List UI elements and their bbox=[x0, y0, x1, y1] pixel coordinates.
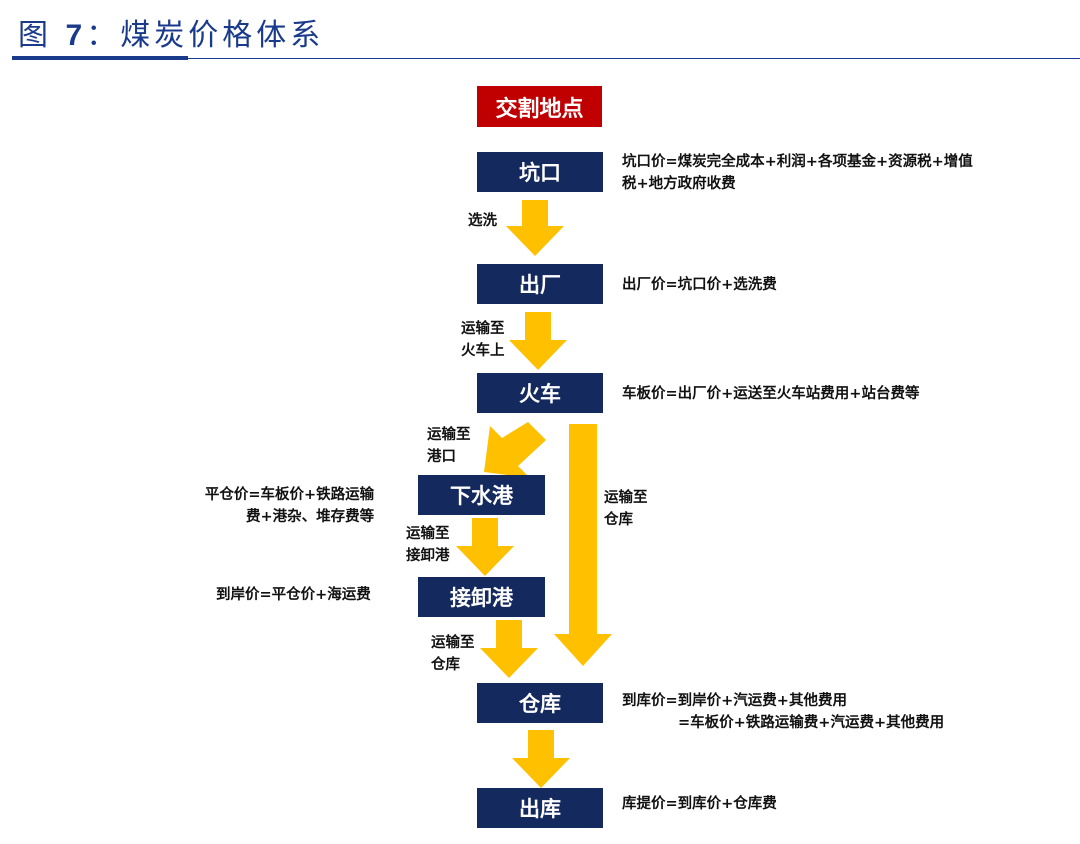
node-delivery-location: 交割地点 bbox=[477, 86, 602, 127]
arrow-wash bbox=[506, 200, 564, 256]
node-out-warehouse: 出库 bbox=[477, 788, 603, 828]
arrow-to-unload bbox=[456, 518, 514, 576]
step-label-to-unload: 运输至接卸港 bbox=[406, 526, 450, 564]
node-factory: 出厂 bbox=[477, 264, 603, 304]
step-label-to-port: 运输至港口 bbox=[427, 427, 471, 465]
node-train: 火车 bbox=[477, 373, 603, 413]
formula-arrive: 到岸价=平仓价+海运费 bbox=[216, 587, 371, 603]
formula-fob: 平仓价=车板价+铁路运输费+港杂、堆存费等 bbox=[204, 487, 375, 525]
step-label-wash: 选洗 bbox=[468, 213, 497, 229]
step-label-to-warehouse: 运输至仓库 bbox=[431, 635, 475, 673]
node-pithead: 坑口 bbox=[477, 152, 603, 192]
formula-pithead: 坑口价=煤炭完全成本+利润+各项基金+资源税+增值税+地方政府收费 bbox=[622, 154, 973, 192]
arrow-to-out bbox=[512, 730, 570, 788]
arrow-direct-warehouse bbox=[554, 424, 612, 666]
formula-out: 库提价=到库价+仓库费 bbox=[622, 796, 777, 812]
step-label-direct-warehouse: 运输至仓库 bbox=[604, 490, 648, 528]
node-unload-port: 接卸港 bbox=[418, 577, 545, 617]
step-label-to-train: 运输至火车上 bbox=[461, 321, 505, 359]
formula-factory: 出厂价=坑口价+选洗费 bbox=[622, 277, 777, 293]
arrow-to-train bbox=[509, 312, 567, 370]
node-load-port: 下水港 bbox=[418, 475, 545, 515]
formula-warehouse: 到库价=到岸价+汽运费+其他费用=车板价+铁路运输费+汽运费+其他费用 bbox=[622, 693, 945, 731]
node-warehouse: 仓库 bbox=[477, 683, 603, 723]
title-rule bbox=[12, 58, 1080, 59]
formula-train: 车板价=出厂价+运送至火车站费用+站台费等 bbox=[622, 386, 920, 402]
title-rule-accent bbox=[12, 56, 188, 60]
arrow-to-warehouse bbox=[480, 620, 538, 678]
figure-title: 图 7：煤炭价格体系 bbox=[18, 18, 325, 53]
arrow-to-port bbox=[484, 422, 546, 478]
